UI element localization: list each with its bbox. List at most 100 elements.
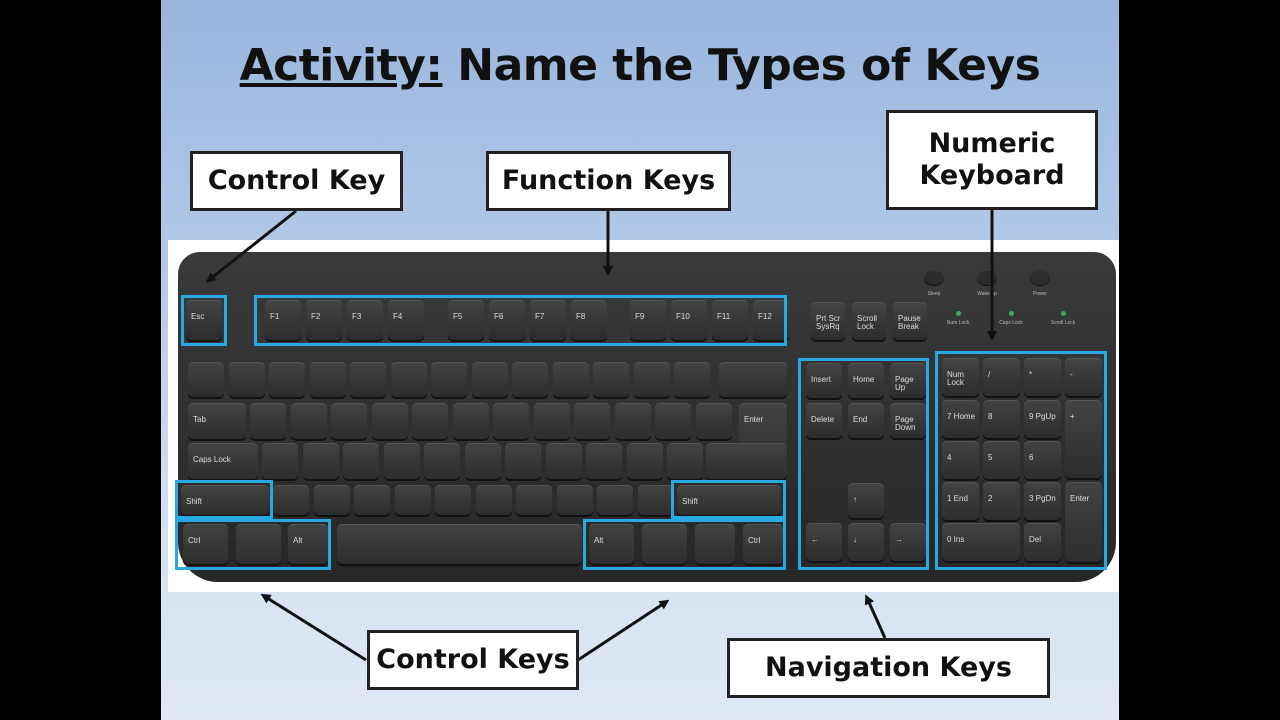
key-arrow-right[interactable]: → — [890, 523, 926, 561]
key-numpad[interactable]: 7 Home — [942, 400, 979, 438]
key-letter[interactable] — [302, 443, 339, 479]
key-number-row[interactable] — [188, 362, 224, 397]
key-number-row[interactable] — [390, 362, 427, 397]
key-tab[interactable]: Tab — [188, 403, 246, 439]
key-f1[interactable]: F1 — [265, 300, 301, 340]
key-numpad[interactable]: 4 — [942, 441, 979, 479]
key-number-row[interactable] — [512, 362, 548, 397]
key-letter[interactable] — [695, 403, 732, 439]
key-letter[interactable] — [493, 403, 529, 439]
key-arrow-down[interactable]: ↓ — [848, 523, 884, 561]
key-f9[interactable]: F9 — [630, 300, 666, 340]
key-alt-right[interactable]: Alt — [589, 524, 634, 564]
key-letter[interactable] — [464, 443, 501, 479]
key-alt-left[interactable]: Alt — [288, 524, 328, 564]
key-numpad[interactable]: 9 PgUp — [1024, 400, 1061, 438]
key-f3[interactable]: F3 — [347, 300, 383, 340]
key-letter[interactable] — [574, 403, 610, 439]
key-letter[interactable] — [371, 403, 408, 439]
key-backspace[interactable] — [719, 362, 787, 397]
key-letter[interactable] — [331, 403, 367, 439]
key-letter[interactable] — [343, 443, 379, 479]
key-f5[interactable]: F5 — [448, 300, 484, 340]
key-letter[interactable] — [556, 485, 593, 515]
key-f2[interactable]: F2 — [306, 300, 342, 340]
key-letter[interactable] — [505, 443, 541, 479]
key-numpad[interactable]: 8 — [983, 400, 1020, 438]
key-letter[interactable] — [262, 443, 298, 479]
key-numpad-del[interactable]: Del — [1024, 523, 1061, 561]
key-space[interactable] — [337, 524, 582, 564]
key-number-row[interactable] — [674, 362, 710, 397]
key-caps-lock[interactable]: Caps Lock — [188, 443, 258, 479]
key-f4[interactable]: F4 — [388, 300, 424, 340]
key-letter[interactable] — [637, 485, 674, 515]
key-shift-left[interactable]: Shift — [181, 485, 269, 515]
key-enter-lower[interactable] — [706, 443, 787, 479]
key-number-row[interactable] — [552, 362, 589, 397]
key-letter[interactable] — [452, 403, 489, 439]
key-arrow-left[interactable]: ← — [806, 523, 842, 561]
key-number-row[interactable] — [309, 362, 346, 397]
key-numpad-plus[interactable]: + — [1065, 400, 1102, 478]
key-nav[interactable]: Page Up — [890, 363, 926, 398]
key-numpad[interactable]: 3 PgDn — [1024, 482, 1061, 520]
key-letter[interactable] — [626, 443, 663, 479]
key-nav[interactable]: Delete — [806, 403, 842, 438]
key-numpad[interactable]: 5 — [983, 441, 1020, 479]
key-system-1[interactable]: Scroll Lock — [852, 302, 886, 340]
key-number-row[interactable] — [431, 362, 467, 397]
key-numpad[interactable]: * — [1024, 358, 1061, 396]
key-nav[interactable]: Page Down — [890, 403, 926, 438]
key-numpad[interactable]: - — [1065, 358, 1102, 396]
key-nav[interactable]: End — [848, 403, 884, 438]
key-numpad[interactable]: 1 End — [942, 482, 979, 520]
key-system-2[interactable]: Pause Break — [893, 302, 927, 340]
key-letter[interactable] — [516, 485, 552, 515]
key-f7[interactable]: F7 — [530, 300, 566, 340]
key-numpad[interactable]: 6 — [1024, 441, 1061, 479]
key-letter[interactable] — [533, 403, 570, 439]
key-nav[interactable]: Insert — [806, 363, 842, 398]
key-letter[interactable] — [424, 443, 460, 479]
key-numpad[interactable]: Num Lock — [942, 358, 979, 396]
key-shift-right[interactable]: Shift — [677, 485, 781, 515]
key-letter[interactable] — [667, 443, 703, 479]
key-system-0[interactable]: Prt Scr SysRq — [811, 302, 845, 340]
key-letter[interactable] — [250, 403, 286, 439]
key-f8[interactable]: F8 — [571, 300, 607, 340]
key-number-row[interactable] — [269, 362, 305, 397]
key-ctrl-right[interactable]: Ctrl — [743, 524, 783, 564]
key-esc[interactable]: Esc — [186, 300, 222, 340]
key-f12[interactable]: F12 — [753, 300, 789, 340]
key-number-row[interactable] — [633, 362, 670, 397]
key-letter[interactable] — [313, 485, 350, 515]
key-letter[interactable] — [273, 485, 309, 515]
key-letter[interactable] — [614, 403, 651, 439]
key-letter[interactable] — [435, 485, 471, 515]
key-number-row[interactable] — [593, 362, 629, 397]
key-f10[interactable]: F10 — [671, 300, 707, 340]
key-f6[interactable]: F6 — [489, 300, 525, 340]
key-menu[interactable] — [695, 524, 735, 564]
key-letter[interactable] — [655, 403, 691, 439]
key-win-right[interactable] — [642, 524, 687, 564]
key-number-row[interactable] — [228, 362, 265, 397]
key-numpad[interactable]: / — [983, 358, 1020, 396]
key-number-row[interactable] — [471, 362, 508, 397]
key-letter[interactable] — [383, 443, 420, 479]
key-win-left[interactable] — [236, 524, 281, 564]
key-letter[interactable] — [412, 403, 448, 439]
key-numpad-zero[interactable]: 0 Ins — [942, 523, 1020, 561]
key-number-row[interactable] — [350, 362, 386, 397]
media-button-power[interactable] — [1030, 271, 1050, 285]
key-letter[interactable] — [586, 443, 622, 479]
key-letter[interactable] — [597, 485, 633, 515]
key-letter[interactable] — [290, 403, 327, 439]
key-letter[interactable] — [475, 485, 512, 515]
key-letter[interactable] — [394, 485, 431, 515]
key-nav[interactable]: Home — [848, 363, 884, 398]
key-ctrl-left[interactable]: Ctrl — [183, 524, 228, 564]
key-f11[interactable]: F11 — [712, 300, 748, 340]
key-letter[interactable] — [354, 485, 390, 515]
